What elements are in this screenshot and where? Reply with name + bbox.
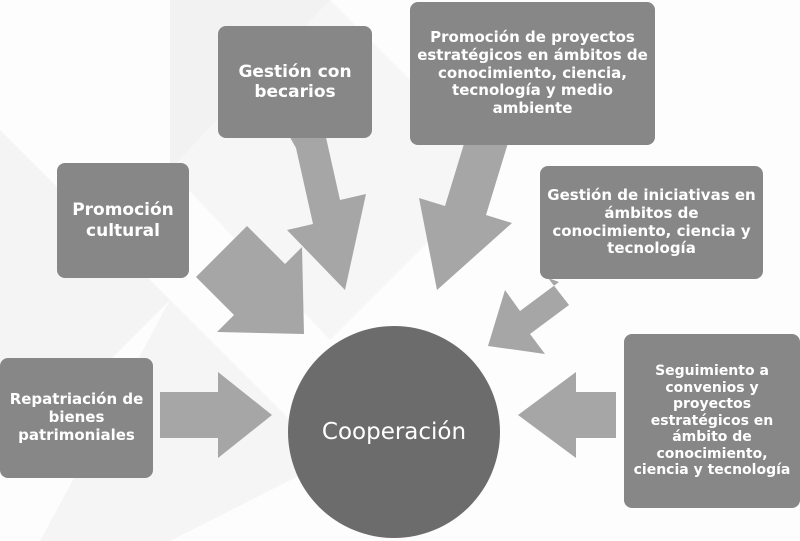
node-promocion-cultural-label: Promoción cultural [72, 200, 174, 241]
arrow-iniciativas [488, 278, 569, 354]
center-circle-cooperacion: Cooperación [288, 326, 500, 538]
node-promocion-proyectos-label: Promoción de proyectos estratégicos en á… [417, 28, 648, 118]
node-gestion-becarios-label: Gestión con becarios [238, 61, 352, 102]
node-repatriacion-bienes: Repatriación de bienes patrimoniales [0, 358, 153, 478]
arrow-repatriacion [160, 372, 272, 458]
center-label: Cooperación [321, 419, 467, 445]
arrow-becarios [287, 124, 366, 290]
node-gestion-iniciativas-label: Gestión de iniciativas en ámbitos de con… [547, 186, 756, 258]
node-gestion-iniciativas: Gestión de iniciativas en ámbitos de con… [540, 166, 763, 279]
node-repatriacion-bienes-label: Repatriación de bienes patrimoniales [9, 390, 144, 444]
node-seguimiento-convenios: Seguimiento a convenios y proyectos estr… [624, 334, 800, 508]
arrow-cultural [196, 226, 304, 334]
node-promocion-cultural: Promoción cultural [57, 163, 189, 278]
node-promocion-proyectos: Promoción de proyectos estratégicos en á… [410, 2, 655, 145]
arrow-seguimiento [518, 372, 616, 458]
node-seguimiento-convenios-label: Seguimiento a convenios y proyectos estr… [633, 363, 791, 479]
node-gestion-becarios: Gestión con becarios [218, 26, 372, 138]
arrow-proyectos [419, 133, 512, 290]
